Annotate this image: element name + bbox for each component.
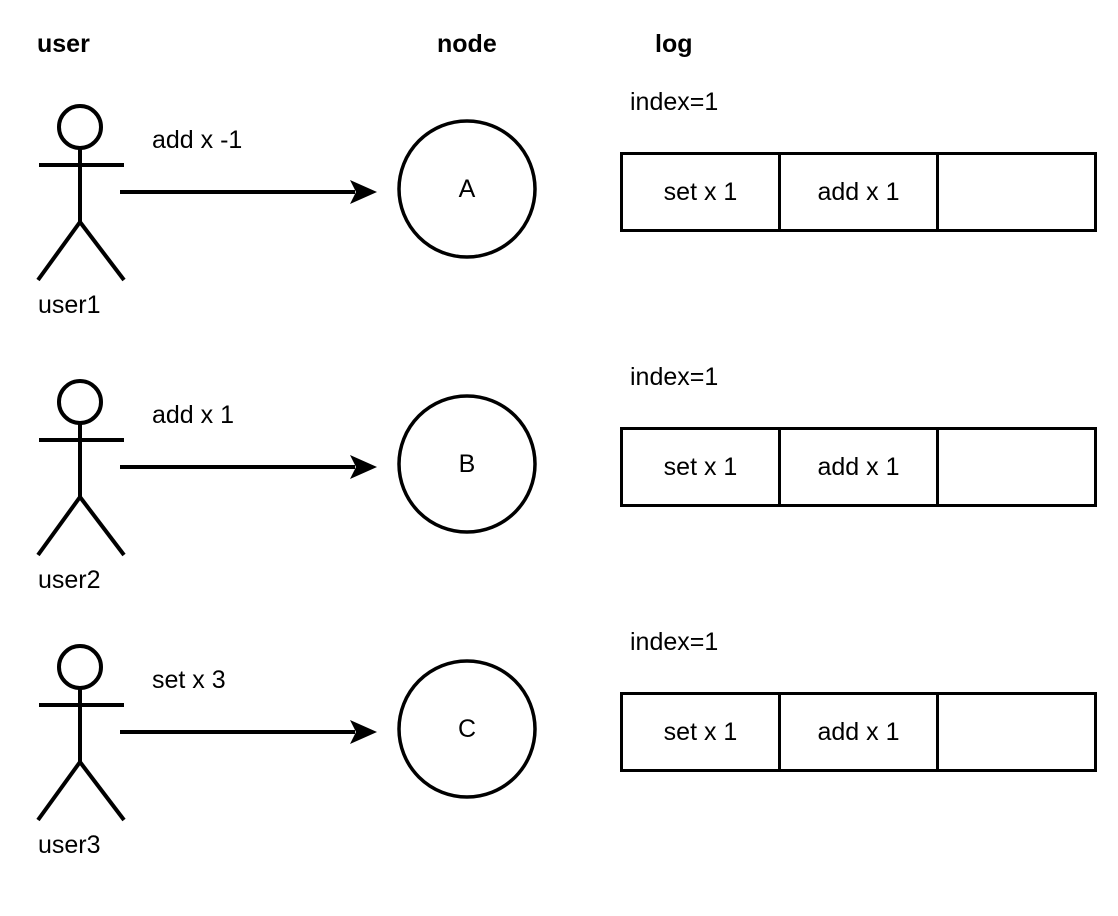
log-index-label: index=1 [630, 628, 719, 656]
node-circle: A [397, 119, 537, 259]
node-letter: A [459, 175, 476, 203]
arrow-right-icon [120, 455, 377, 479]
stick-figure-icon [36, 379, 126, 557]
log-cell: set x 1 [623, 695, 781, 769]
stick-figure-icon [36, 104, 126, 282]
diagram-row: user3 set x 3 C index=1 set x 1 add x 1 [0, 540, 1118, 858]
node-circle: B [397, 394, 537, 534]
log-cell: set x 1 [623, 430, 781, 504]
stick-figure-icon [36, 644, 126, 822]
actor-label: user1 [38, 291, 101, 319]
log-table: set x 1 add x 1 [620, 692, 1097, 772]
diagram-row: user1 add x -1 A index=1 set x 1 add x 1 [0, 0, 1118, 318]
node-letter: C [458, 715, 476, 743]
arrow-right-icon [120, 720, 377, 744]
log-cell-empty [939, 430, 1094, 504]
log-cell-empty [939, 155, 1094, 229]
log-index-label: index=1 [630, 88, 719, 116]
log-table: set x 1 add x 1 [620, 152, 1097, 232]
arrow-right-icon [120, 180, 377, 204]
column-header-log: log [655, 30, 693, 58]
node-letter: B [459, 450, 476, 478]
column-header-node: node [437, 30, 497, 58]
edge-label: add x -1 [152, 126, 243, 154]
edge-label: add x 1 [152, 401, 235, 429]
log-cell: add x 1 [781, 695, 939, 769]
log-cell-empty [939, 695, 1094, 769]
actor-label: user3 [38, 831, 101, 859]
log-table: set x 1 add x 1 [620, 427, 1097, 507]
column-header-user: user [37, 30, 90, 58]
edge-label: set x 3 [152, 666, 226, 694]
node-circle: C [397, 659, 537, 799]
log-index-label: index=1 [630, 363, 719, 391]
log-cell: set x 1 [623, 155, 781, 229]
actor-label: user2 [38, 566, 101, 594]
diagram-row: user2 add x 1 B index=1 set x 1 add x 1 [0, 275, 1118, 593]
log-cell: add x 1 [781, 155, 939, 229]
log-cell: add x 1 [781, 430, 939, 504]
